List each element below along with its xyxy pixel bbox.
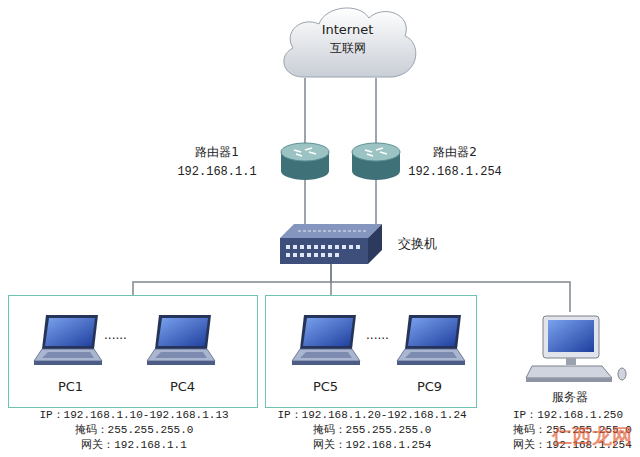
node-label: 交换机 bbox=[398, 236, 458, 252]
server: 服务器IP：192.168.1.250掩码：255.255.255.0网关：19… bbox=[525, 312, 615, 392]
node-label: Internet bbox=[275, 22, 420, 38]
watermark: 仁西龙网 bbox=[552, 424, 632, 448]
cloud-shape bbox=[275, 0, 420, 78]
laptop-icon bbox=[147, 315, 215, 365]
host-group: IP：192.168.1.10-192.168.1.13掩码：255.255.2… bbox=[8, 295, 258, 408]
node-detail: IP：192.168.1.250 bbox=[513, 409, 638, 422]
network-link bbox=[331, 264, 570, 312]
internet-cloud: Internet 互联网 bbox=[275, 0, 420, 78]
network-link bbox=[375, 180, 377, 224]
router-icon bbox=[281, 143, 329, 180]
laptop-pc: PC9 bbox=[387, 310, 472, 395]
ellipsis: ...... bbox=[104, 328, 127, 342]
router: 路由器1192.168.1.1 bbox=[281, 143, 329, 180]
node-label: 路由器2 bbox=[405, 145, 505, 159]
network-link bbox=[375, 78, 377, 143]
node-detail: 掩码：255.255.255.0 bbox=[9, 424, 259, 437]
node-label: PC5 bbox=[283, 379, 368, 395]
network-link bbox=[133, 264, 331, 295]
laptop-icon bbox=[292, 315, 360, 365]
laptop-icon bbox=[34, 315, 102, 365]
router-icon bbox=[352, 143, 400, 180]
router: 路由器2192.168.1.254 bbox=[352, 143, 400, 180]
node-label: 服务器 bbox=[525, 390, 615, 404]
host-group: IP：192.168.1.20-192.168.1.24掩码：255.255.2… bbox=[265, 295, 477, 408]
switch-icon bbox=[280, 224, 382, 264]
server-icon bbox=[526, 316, 626, 382]
node-detail: 192.168.1.254 bbox=[405, 165, 505, 179]
node-detail: 掩码：255.255.255.0 bbox=[266, 424, 478, 437]
node-detail: 网关：192.168.1.1 bbox=[9, 439, 259, 452]
switch: 交换机 bbox=[280, 224, 382, 264]
node-detail: 192.168.1.1 bbox=[171, 165, 263, 179]
ellipsis: ...... bbox=[366, 328, 389, 342]
node-label: PC4 bbox=[140, 379, 225, 395]
network-link bbox=[304, 180, 306, 224]
node-detail: 网关：192.168.1.254 bbox=[266, 439, 478, 452]
network-link bbox=[304, 78, 306, 143]
node-label: PC9 bbox=[387, 379, 472, 395]
laptop-pc: PC5 bbox=[283, 310, 368, 395]
laptop-pc: PC1 bbox=[28, 310, 113, 395]
node-label: PC1 bbox=[28, 379, 113, 395]
node-label: IP：192.168.1.20-192.168.1.24 bbox=[266, 409, 478, 422]
node-label: IP：192.168.1.10-192.168.1.13 bbox=[9, 409, 259, 422]
node-label: 路由器1 bbox=[171, 145, 263, 159]
node-detail: 互联网 bbox=[275, 41, 420, 55]
laptop-icon bbox=[397, 315, 465, 365]
laptop-pc: PC4 bbox=[140, 310, 225, 395]
